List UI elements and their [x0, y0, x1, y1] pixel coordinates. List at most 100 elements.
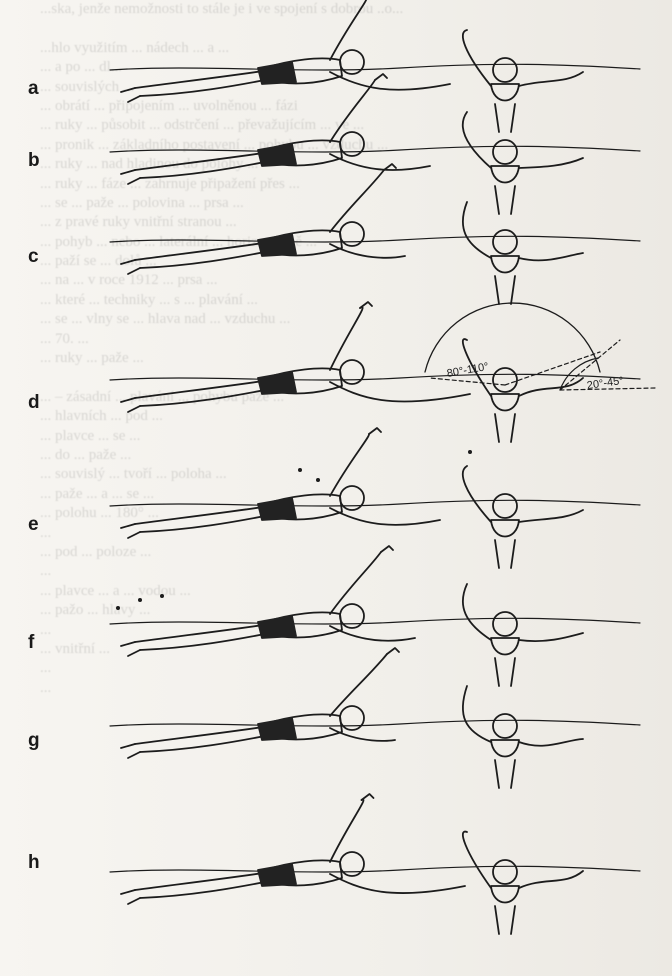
front-arm-right	[519, 253, 583, 260]
foot	[121, 398, 140, 412]
stroke-phase-h	[110, 794, 640, 934]
front-torso	[491, 520, 519, 537]
head	[340, 604, 364, 628]
splash-dot	[116, 606, 120, 610]
front-legs	[495, 414, 515, 442]
swimsuit	[258, 498, 296, 520]
stroke-phase-g	[110, 648, 640, 788]
front-arm-right	[519, 158, 583, 168]
front-arm-right	[519, 739, 583, 746]
stroke-phase-c	[110, 164, 640, 304]
leg	[140, 514, 275, 532]
swimsuit	[258, 62, 296, 84]
hand	[369, 428, 381, 434]
row-label-h: h	[28, 852, 40, 874]
stroke-phase-b	[110, 74, 640, 214]
stroke-phase-e	[110, 428, 640, 568]
stroke-phase-a	[110, 0, 640, 132]
front-arm-right	[519, 378, 583, 396]
front-torso	[491, 256, 519, 273]
head	[340, 486, 364, 510]
splash-dot	[138, 598, 142, 602]
front-legs	[495, 276, 515, 304]
row-label-e: e	[28, 514, 39, 536]
head	[340, 360, 364, 384]
front-legs	[495, 760, 515, 788]
arm-below	[330, 382, 470, 402]
swimsuit	[258, 144, 296, 166]
arm-below	[330, 154, 430, 170]
row-label-f: f	[28, 632, 34, 654]
leg	[135, 624, 270, 642]
front-arm-left	[463, 112, 491, 168]
foot	[121, 890, 140, 904]
foot	[121, 744, 140, 758]
head	[340, 132, 364, 156]
water-line	[110, 720, 640, 726]
foot	[121, 642, 140, 656]
head	[340, 852, 364, 876]
water-line	[110, 236, 640, 242]
front-legs	[495, 658, 515, 686]
row-label-c: c	[28, 246, 39, 268]
water-line	[110, 146, 640, 152]
stroke-phase-f	[110, 546, 640, 686]
arm-below	[330, 508, 440, 525]
leg	[135, 380, 270, 398]
hand	[362, 794, 374, 800]
leg	[135, 70, 270, 88]
arm-below	[330, 728, 395, 741]
water-line	[110, 64, 640, 70]
front-torso	[491, 740, 519, 757]
front-torso	[491, 166, 519, 183]
leg	[140, 250, 275, 268]
foot	[121, 524, 140, 538]
swimsuit	[258, 864, 296, 886]
front-head	[493, 368, 517, 392]
arm-below	[330, 874, 465, 893]
leg	[140, 734, 275, 752]
leg	[140, 160, 275, 178]
splash-dot	[468, 450, 472, 454]
water-line	[110, 866, 640, 872]
splash-dot	[298, 468, 302, 472]
front-arm-left	[463, 584, 491, 640]
row-label-g: g	[28, 730, 40, 752]
water-line	[110, 500, 640, 506]
front-arm-right	[519, 72, 583, 86]
leg	[140, 388, 275, 406]
front-arm-right	[519, 510, 583, 522]
front-head	[493, 494, 517, 518]
head	[340, 706, 364, 730]
front-arm-left	[463, 202, 491, 258]
front-legs	[495, 906, 515, 934]
front-head	[493, 58, 517, 82]
foot	[121, 88, 140, 102]
leg	[135, 242, 270, 260]
front-legs	[495, 540, 515, 568]
leg	[135, 506, 270, 524]
front-arm-left	[463, 30, 491, 86]
row-label-d: d	[28, 392, 40, 414]
front-head	[493, 230, 517, 254]
front-arm-right	[519, 633, 583, 641]
arm-below	[330, 626, 415, 641]
leg	[140, 880, 275, 898]
leg	[135, 726, 270, 744]
leg	[140, 78, 275, 96]
foot	[121, 170, 140, 184]
swimsuit	[258, 718, 296, 740]
front-torso	[491, 886, 519, 903]
front-arm-left	[463, 686, 491, 742]
hand	[375, 74, 387, 80]
front-arm-right	[519, 871, 583, 888]
splash-dot	[316, 478, 320, 482]
leg	[135, 152, 270, 170]
front-head	[493, 714, 517, 738]
stroke-phase-d	[110, 302, 640, 442]
arm-above	[330, 654, 387, 716]
swimsuit	[258, 372, 296, 394]
front-torso	[491, 84, 519, 101]
